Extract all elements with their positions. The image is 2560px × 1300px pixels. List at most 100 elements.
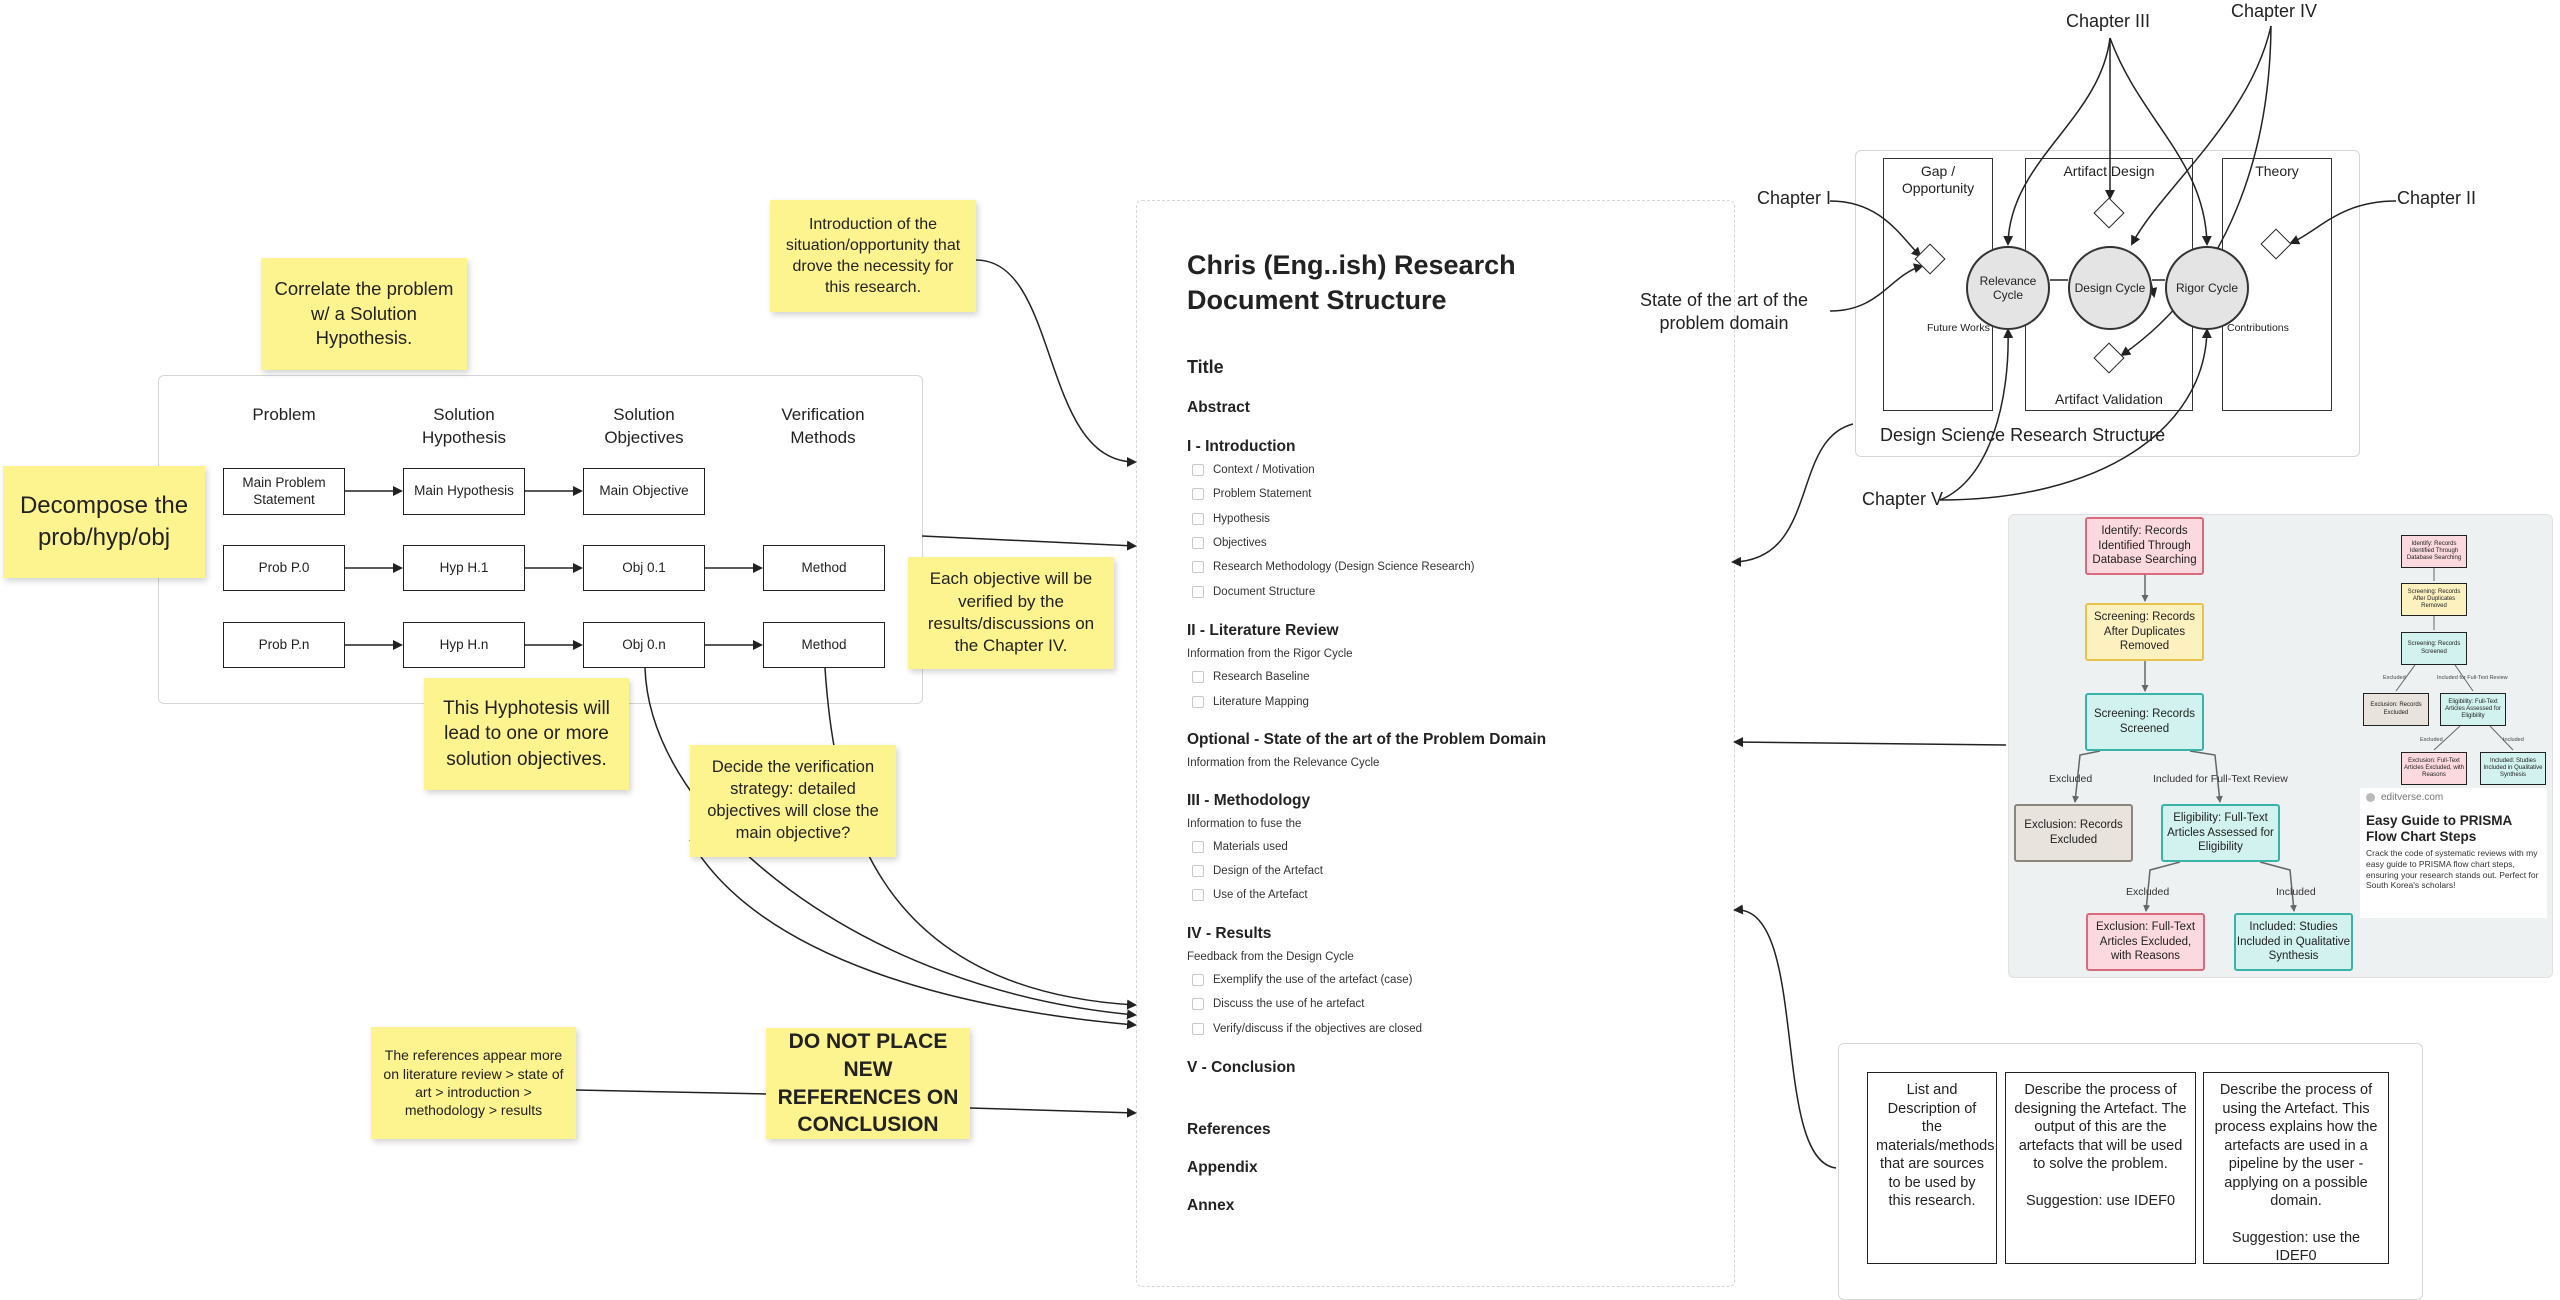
- checklist-item[interactable]: Exemplify the use of the artefact (case): [1192, 974, 1412, 986]
- mini-prisma-duplicates: Screening: Records After Duplicates Remo…: [2401, 583, 2467, 616]
- hyp-h1-box[interactable]: Hyp H.1: [403, 545, 525, 591]
- mini-prisma-included-label: Included for Full-Text Review: [2437, 675, 2508, 681]
- mini-prisma-screened: Screening: Records Screened: [2401, 632, 2467, 665]
- checklist-item[interactable]: Problem Statement: [1192, 488, 1311, 500]
- method-box-2[interactable]: Method: [763, 622, 885, 668]
- prisma-exclusion-records[interactable]: Exclusion: Records Excluded: [2014, 804, 2133, 862]
- section-subtitle: Feedback from the Design Cycle: [1187, 951, 1354, 963]
- checklist-item[interactable]: Document Structure: [1192, 586, 1315, 598]
- checklist-item[interactable]: Literature Mapping: [1192, 696, 1309, 708]
- design-process-column[interactable]: Describe the process of designing the Ar…: [2005, 1072, 2196, 1264]
- chapter-iv-label: Chapter IV: [2231, 1, 2318, 21]
- checkbox[interactable]: [1192, 586, 1204, 598]
- matrix-to-doc-arrow: [921, 535, 1137, 551]
- mini-prisma-excluded-label: Excluded: [2383, 675, 2406, 681]
- rigor-cycle-label: Rigor Cycle: [2175, 280, 2238, 295]
- obj-0n-box[interactable]: Obj 0.n: [583, 622, 705, 668]
- section-subtitle: Information to fuse the: [1187, 818, 1302, 830]
- sticky-no-references-text: DO NOT PLACE NEW REFERENCES ON CONCLUSIO…: [777, 1030, 959, 1137]
- prisma-excluded-label: Excluded: [2049, 773, 2093, 785]
- sticky-hypothesis-lead-text: This Hyphotesis will lead to one or more…: [443, 698, 610, 770]
- section-references: References: [1187, 1121, 1271, 1138]
- section-subtitle: Information from the Relevance Cycle: [1187, 757, 1380, 769]
- checklist-item[interactable]: Verify/discuss if the objectives are clo…: [1192, 1023, 1422, 1035]
- prisma-exclusion-fulltext[interactable]: Exclusion: Full-Text Articles Excluded, …: [2086, 913, 2205, 971]
- checkbox[interactable]: [1192, 464, 1204, 476]
- section-methodology: III - Methodology: [1187, 792, 1311, 809]
- main-problem-statement-box[interactable]: Main Problem Statement: [223, 468, 345, 515]
- checkbox[interactable]: [1192, 1023, 1204, 1035]
- sticky-correlate[interactable]: Correlate the problem w/ a Solution Hypo…: [261, 258, 467, 370]
- prisma-included-studies[interactable]: Included: Studies Included in Qualitativ…: [2234, 913, 2353, 971]
- checklist-item[interactable]: Research Baseline: [1192, 671, 1310, 683]
- sticky-verified[interactable]: Each objective will be verified by the r…: [908, 557, 1114, 669]
- rigor-cycle[interactable]: Rigor Cycle: [2165, 246, 2249, 330]
- checklist-label: Document Structure: [1213, 586, 1316, 598]
- chapter-v-label: Chapter V: [1862, 489, 1944, 509]
- obj-01-box[interactable]: Obj 0.1: [583, 545, 705, 591]
- checkbox[interactable]: [1192, 537, 1204, 549]
- checklist-label: Context / Motivation: [1213, 464, 1315, 476]
- prisma-eligibility[interactable]: Eligibility: Full-Text Articles Assessed…: [2161, 804, 2280, 862]
- sticky-hypothesis-lead[interactable]: This Hyphotesis will lead to one or more…: [424, 678, 629, 790]
- sticky-verification-strategy[interactable]: Decide the verification strategy: detail…: [690, 745, 896, 857]
- checklist-item[interactable]: Research Methodology (Design Science Res…: [1192, 561, 1474, 573]
- checklist-item[interactable]: Discuss the use of he artefact: [1192, 998, 1365, 1010]
- hyp-hn-box[interactable]: Hyp H.n: [403, 622, 525, 668]
- sticky-references-order[interactable]: The references appear more on literature…: [371, 1027, 576, 1139]
- checkbox[interactable]: [1192, 488, 1204, 500]
- prisma-records-screened[interactable]: Screening: Records Screened: [2085, 693, 2204, 751]
- checklist-item[interactable]: Hypothesis: [1192, 513, 1270, 525]
- checkbox[interactable]: [1192, 561, 1204, 573]
- method-box-1[interactable]: Method: [763, 545, 885, 591]
- dsr-caption: Design Science Research Structure: [1880, 425, 2166, 445]
- design-cycle[interactable]: Design Cycle: [2068, 246, 2152, 330]
- intro-arrow: [975, 259, 1137, 467]
- hyp-to-results-arrow: [689, 839, 1137, 1030]
- mini-prisma-included: Included: Studies Included in Qualitativ…: [2480, 752, 2546, 785]
- checklist-item[interactable]: Materials used: [1192, 841, 1288, 853]
- artifact-validation-label: Artifact Validation: [2055, 391, 2163, 407]
- link-card-source: editverse.com: [2366, 792, 2541, 803]
- section-abstract: Abstract: [1187, 399, 1250, 416]
- checklist-item[interactable]: Design of the Artefact: [1192, 865, 1323, 877]
- checkbox[interactable]: [1192, 513, 1204, 525]
- use-process-column[interactable]: Describe the process of using the Artefa…: [2203, 1072, 2389, 1264]
- prob-pn-box[interactable]: Prob P.n: [223, 622, 345, 668]
- prisma-included-ft-label: Included for Full-Text Review: [2153, 773, 2288, 785]
- checkbox[interactable]: [1192, 865, 1204, 877]
- checklist-item[interactable]: Objectives: [1192, 537, 1267, 549]
- mini-prisma-exclusion: Exclusion: Records Excluded: [2363, 693, 2429, 726]
- checklist-label: Objectives: [1213, 537, 1267, 549]
- checkbox[interactable]: [1192, 889, 1204, 901]
- checkbox[interactable]: [1192, 671, 1204, 683]
- prisma-identify[interactable]: Identify: Records Identified Through Dat…: [2085, 517, 2204, 575]
- checkbox[interactable]: [1192, 841, 1204, 853]
- sticky-no-references[interactable]: DO NOT PLACE NEW REFERENCES ON CONCLUSIO…: [766, 1028, 970, 1139]
- chapter-ii-label: Chapter II: [2397, 188, 2477, 208]
- norefs-to-conclusion-arrow: [969, 1107, 1137, 1118]
- section-state-of-art: Optional - State of the art of the Probl…: [1187, 731, 1547, 748]
- section-subtitle: Information from the Rigor Cycle: [1187, 648, 1353, 660]
- checkbox[interactable]: [1192, 974, 1204, 986]
- state-of-art-label: State of the art of the problem domain: [1639, 290, 1809, 334]
- link-card[interactable]: editverse.com Easy Guide to PRISMA Flow …: [2360, 788, 2547, 918]
- checklist-item[interactable]: Use of the Artefact: [1192, 889, 1308, 901]
- section-introduction: I - Introduction: [1187, 438, 1296, 455]
- checkbox[interactable]: [1192, 998, 1204, 1010]
- prisma-screening-duplicates[interactable]: Screening: Records After Duplicates Remo…: [2085, 603, 2204, 661]
- checklist-item[interactable]: Context / Motivation: [1192, 464, 1315, 476]
- sticky-introduction[interactable]: Introduction of the situation/opportunit…: [770, 200, 976, 312]
- checklist-label: Problem Statement: [1213, 488, 1312, 500]
- mini-prisma-eligibility: Eligibility: Full-Text Articles Assessed…: [2440, 693, 2506, 726]
- prob-p0-box[interactable]: Prob P.0: [223, 545, 345, 591]
- materials-column[interactable]: List and Description of the materials/me…: [1867, 1072, 1997, 1264]
- sticky-decompose[interactable]: Decompose the prob/hyp/obj: [3, 466, 205, 578]
- relevance-cycle[interactable]: Relevance Cycle: [1966, 246, 2050, 330]
- checkbox[interactable]: [1192, 696, 1204, 708]
- main-hypothesis-box[interactable]: Main Hypothesis: [403, 468, 525, 515]
- document-title: Chris (Eng..ish) Research Document Struc…: [1187, 250, 1516, 316]
- section-annex: Annex: [1187, 1197, 1235, 1214]
- main-objective-box[interactable]: Main Objective: [583, 468, 705, 515]
- use-suggestion-text: Suggestion: use the IDEF0: [2231, 1229, 2361, 1265]
